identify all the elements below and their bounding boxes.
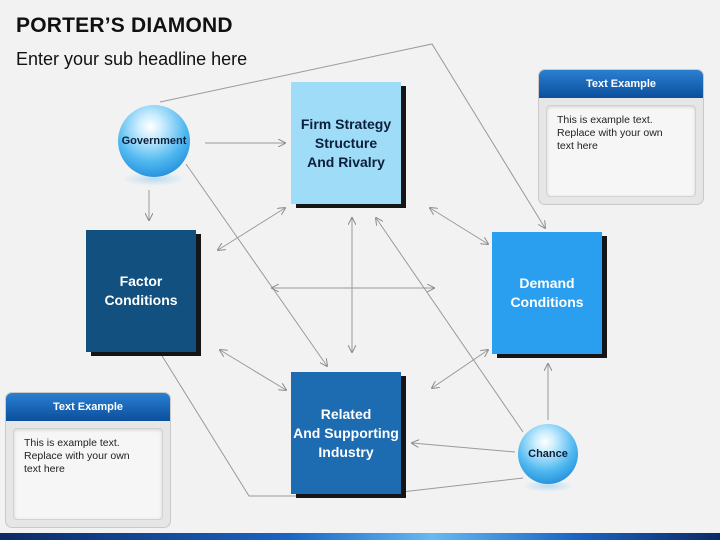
government-label: Government (121, 135, 187, 147)
bottom-accent-bar (0, 533, 720, 540)
arrow-chance-related (412, 443, 516, 453)
related-industry-label: Related And Supporting Industry (293, 405, 399, 460)
chance-label: Chance (528, 448, 568, 460)
card-body-panel[interactable]: This is example text. Replace with your … (13, 428, 163, 520)
chance-sphere[interactable]: Chance (518, 424, 578, 484)
page-subtitle: Enter your sub headline here (16, 49, 248, 69)
chance-reflection (522, 480, 574, 492)
firm-strategy-label: Firm Strategy Structure And Rivalry (300, 115, 392, 170)
factor-conditions-box[interactable]: Factor Conditions (86, 230, 196, 352)
card-body-panel[interactable]: This is example text. Replace with your … (546, 105, 696, 197)
card-title: Text Example (6, 393, 170, 421)
arrow-factor-firm (218, 208, 285, 250)
government-sphere[interactable]: Government (118, 105, 190, 177)
related-industry-box[interactable]: Related And Supporting Industry (291, 372, 401, 494)
arrow-gov-related (185, 163, 327, 366)
page-title: PORTER’S DIAMOND (16, 14, 233, 37)
arrow-chance-factor (146, 330, 524, 497)
text-example-card-right: Text Example This is example text. Repla… (539, 70, 703, 204)
card-body-text: This is example text. Replace with your … (557, 114, 663, 152)
arrow-gov-demand (159, 43, 545, 228)
arrow-firm-demand (430, 208, 488, 244)
card-body-text: This is example text. Replace with your … (24, 437, 130, 475)
card-title: Text Example (539, 70, 703, 98)
government-reflection (122, 172, 186, 186)
text-example-card-left: Text Example This is example text. Repla… (6, 393, 170, 527)
factor-conditions-label: Factor Conditions (104, 273, 178, 308)
arrow-chance-firm (376, 218, 524, 433)
demand-conditions-label: Demand Conditions (510, 275, 584, 310)
arrow-factor-related (220, 350, 286, 390)
demand-conditions-box[interactable]: Demand Conditions (492, 232, 602, 354)
arrow-demand-related (432, 350, 488, 388)
firm-strategy-box[interactable]: Firm Strategy Structure And Rivalry (291, 82, 401, 204)
